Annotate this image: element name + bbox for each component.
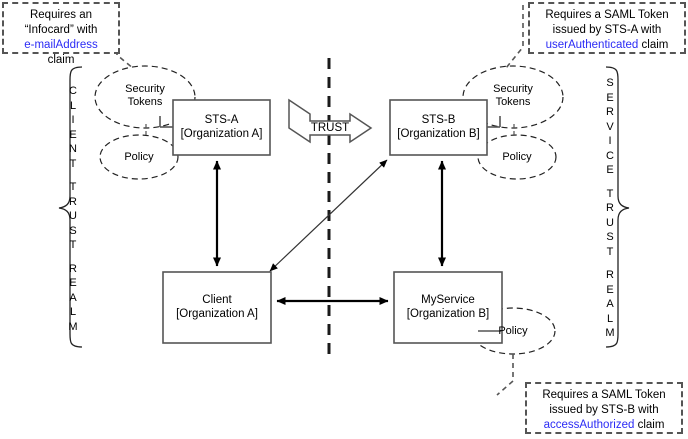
- client-realm-brace: [58, 66, 83, 348]
- callout-infocard: Requires an “Infocard” with e-mailAddres…: [2, 2, 120, 66]
- client-realm-char: R: [69, 262, 77, 275]
- client-realm-char: M: [68, 320, 78, 333]
- client-realm-word-gap: [66, 171, 80, 180]
- service-realm-char: A: [606, 298, 614, 310]
- client-realm-char: T: [69, 157, 77, 170]
- service-realm-char: V: [606, 120, 614, 133]
- callout-user-authenticated-leader: [505, 5, 524, 69]
- arrow-client-sts-b: [269, 159, 388, 272]
- client-realm-char: L: [69, 99, 77, 112]
- sts-b-box: [389, 99, 488, 156]
- callout-user-authenticated-suffix: claim: [638, 39, 669, 51]
- callout-user-authenticated-claim: userAuthenticated: [545, 39, 639, 51]
- client-realm-char: T: [69, 239, 77, 251]
- callout-access-authorized-line1: Requires a SAML Token: [542, 389, 666, 401]
- callout-access-authorized: Requires a SAML Token issued by STS-B wi…: [525, 382, 683, 434]
- callout-infocard-claim: e-mailAddress: [24, 39, 98, 51]
- client-trust-realm-label: C L I E N T T R U S T R E A L M: [66, 84, 80, 334]
- callout-access-authorized-leader: [496, 354, 514, 396]
- callout-infocard-line1: Requires an: [29, 9, 92, 21]
- security-tokens-a-ellipse: [94, 65, 196, 129]
- service-realm-char: E: [606, 164, 614, 176]
- callout-infocard-suffix: claim: [47, 54, 75, 66]
- trust-arrow-shape: [288, 98, 373, 144]
- service-realm-char: T: [606, 187, 614, 200]
- callout-user-authenticated-line2: issued by STS-A with: [552, 24, 662, 36]
- client-realm-char: N: [69, 143, 77, 155]
- client-realm-char: E: [69, 128, 77, 141]
- policy-a-ellipse: [99, 134, 179, 180]
- service-trust-realm-label: S E R V I C E T R U S T R E A L M: [603, 76, 617, 341]
- client-realm-char: T: [69, 181, 77, 193]
- policy-b-ellipse: [477, 134, 557, 180]
- service-realm-char: I: [608, 135, 612, 147]
- callout-access-authorized-line2: issued by STS-B with: [549, 404, 659, 416]
- service-realm-char: M: [605, 327, 615, 339]
- service-realm-char: U: [606, 216, 614, 229]
- callout-infocard-line2: “Infocard” with: [24, 24, 98, 36]
- client-realm-char: S: [69, 224, 77, 237]
- client-realm-char: E: [69, 277, 77, 289]
- service-realm-char: S: [606, 231, 614, 243]
- callout-user-authenticated-line1: Requires a SAML Token: [545, 9, 669, 21]
- trust-arrow-label: TRUST: [310, 122, 350, 134]
- service-realm-char: L: [606, 312, 614, 325]
- service-realm-char: E: [606, 283, 614, 296]
- service-realm-char: R: [606, 106, 614, 118]
- service-realm-char: C: [606, 149, 614, 162]
- service-realm-char: R: [606, 269, 614, 281]
- service-realm-word-gap: [603, 259, 617, 268]
- client-realm-word-gap: [66, 253, 80, 262]
- client-realm-char: R: [69, 195, 77, 208]
- service-realm-char: S: [606, 77, 614, 89]
- sts-a-box: [172, 99, 271, 156]
- client-box: [162, 271, 272, 344]
- client-realm-char: I: [71, 114, 75, 126]
- security-tokens-b-ellipse: [462, 65, 564, 129]
- service-realm-char: E: [606, 91, 614, 104]
- service-realm-char: R: [606, 202, 614, 214]
- service-realm-char: T: [606, 245, 614, 258]
- service-realm-brace: [605, 66, 630, 348]
- callout-infocard-leader: [116, 5, 135, 70]
- client-realm-char: C: [69, 85, 77, 97]
- callout-infocard-line3: e-mailAddress claim: [10, 38, 112, 68]
- callout-access-authorized-suffix: claim: [634, 419, 665, 431]
- callout-access-authorized-line3: accessAuthorized claim: [533, 418, 675, 433]
- service-realm-word-gap: [603, 178, 617, 187]
- callout-access-authorized-claim: accessAuthorized: [543, 419, 635, 431]
- client-realm-char: U: [69, 210, 77, 222]
- callout-user-authenticated-line3: userAuthenticated claim: [536, 38, 678, 53]
- client-realm-char: A: [69, 291, 77, 304]
- callout-user-authenticated: Requires a SAML Token issued by STS-A wi…: [528, 2, 686, 54]
- myservice-box: [393, 271, 503, 344]
- client-realm-char: L: [69, 306, 77, 318]
